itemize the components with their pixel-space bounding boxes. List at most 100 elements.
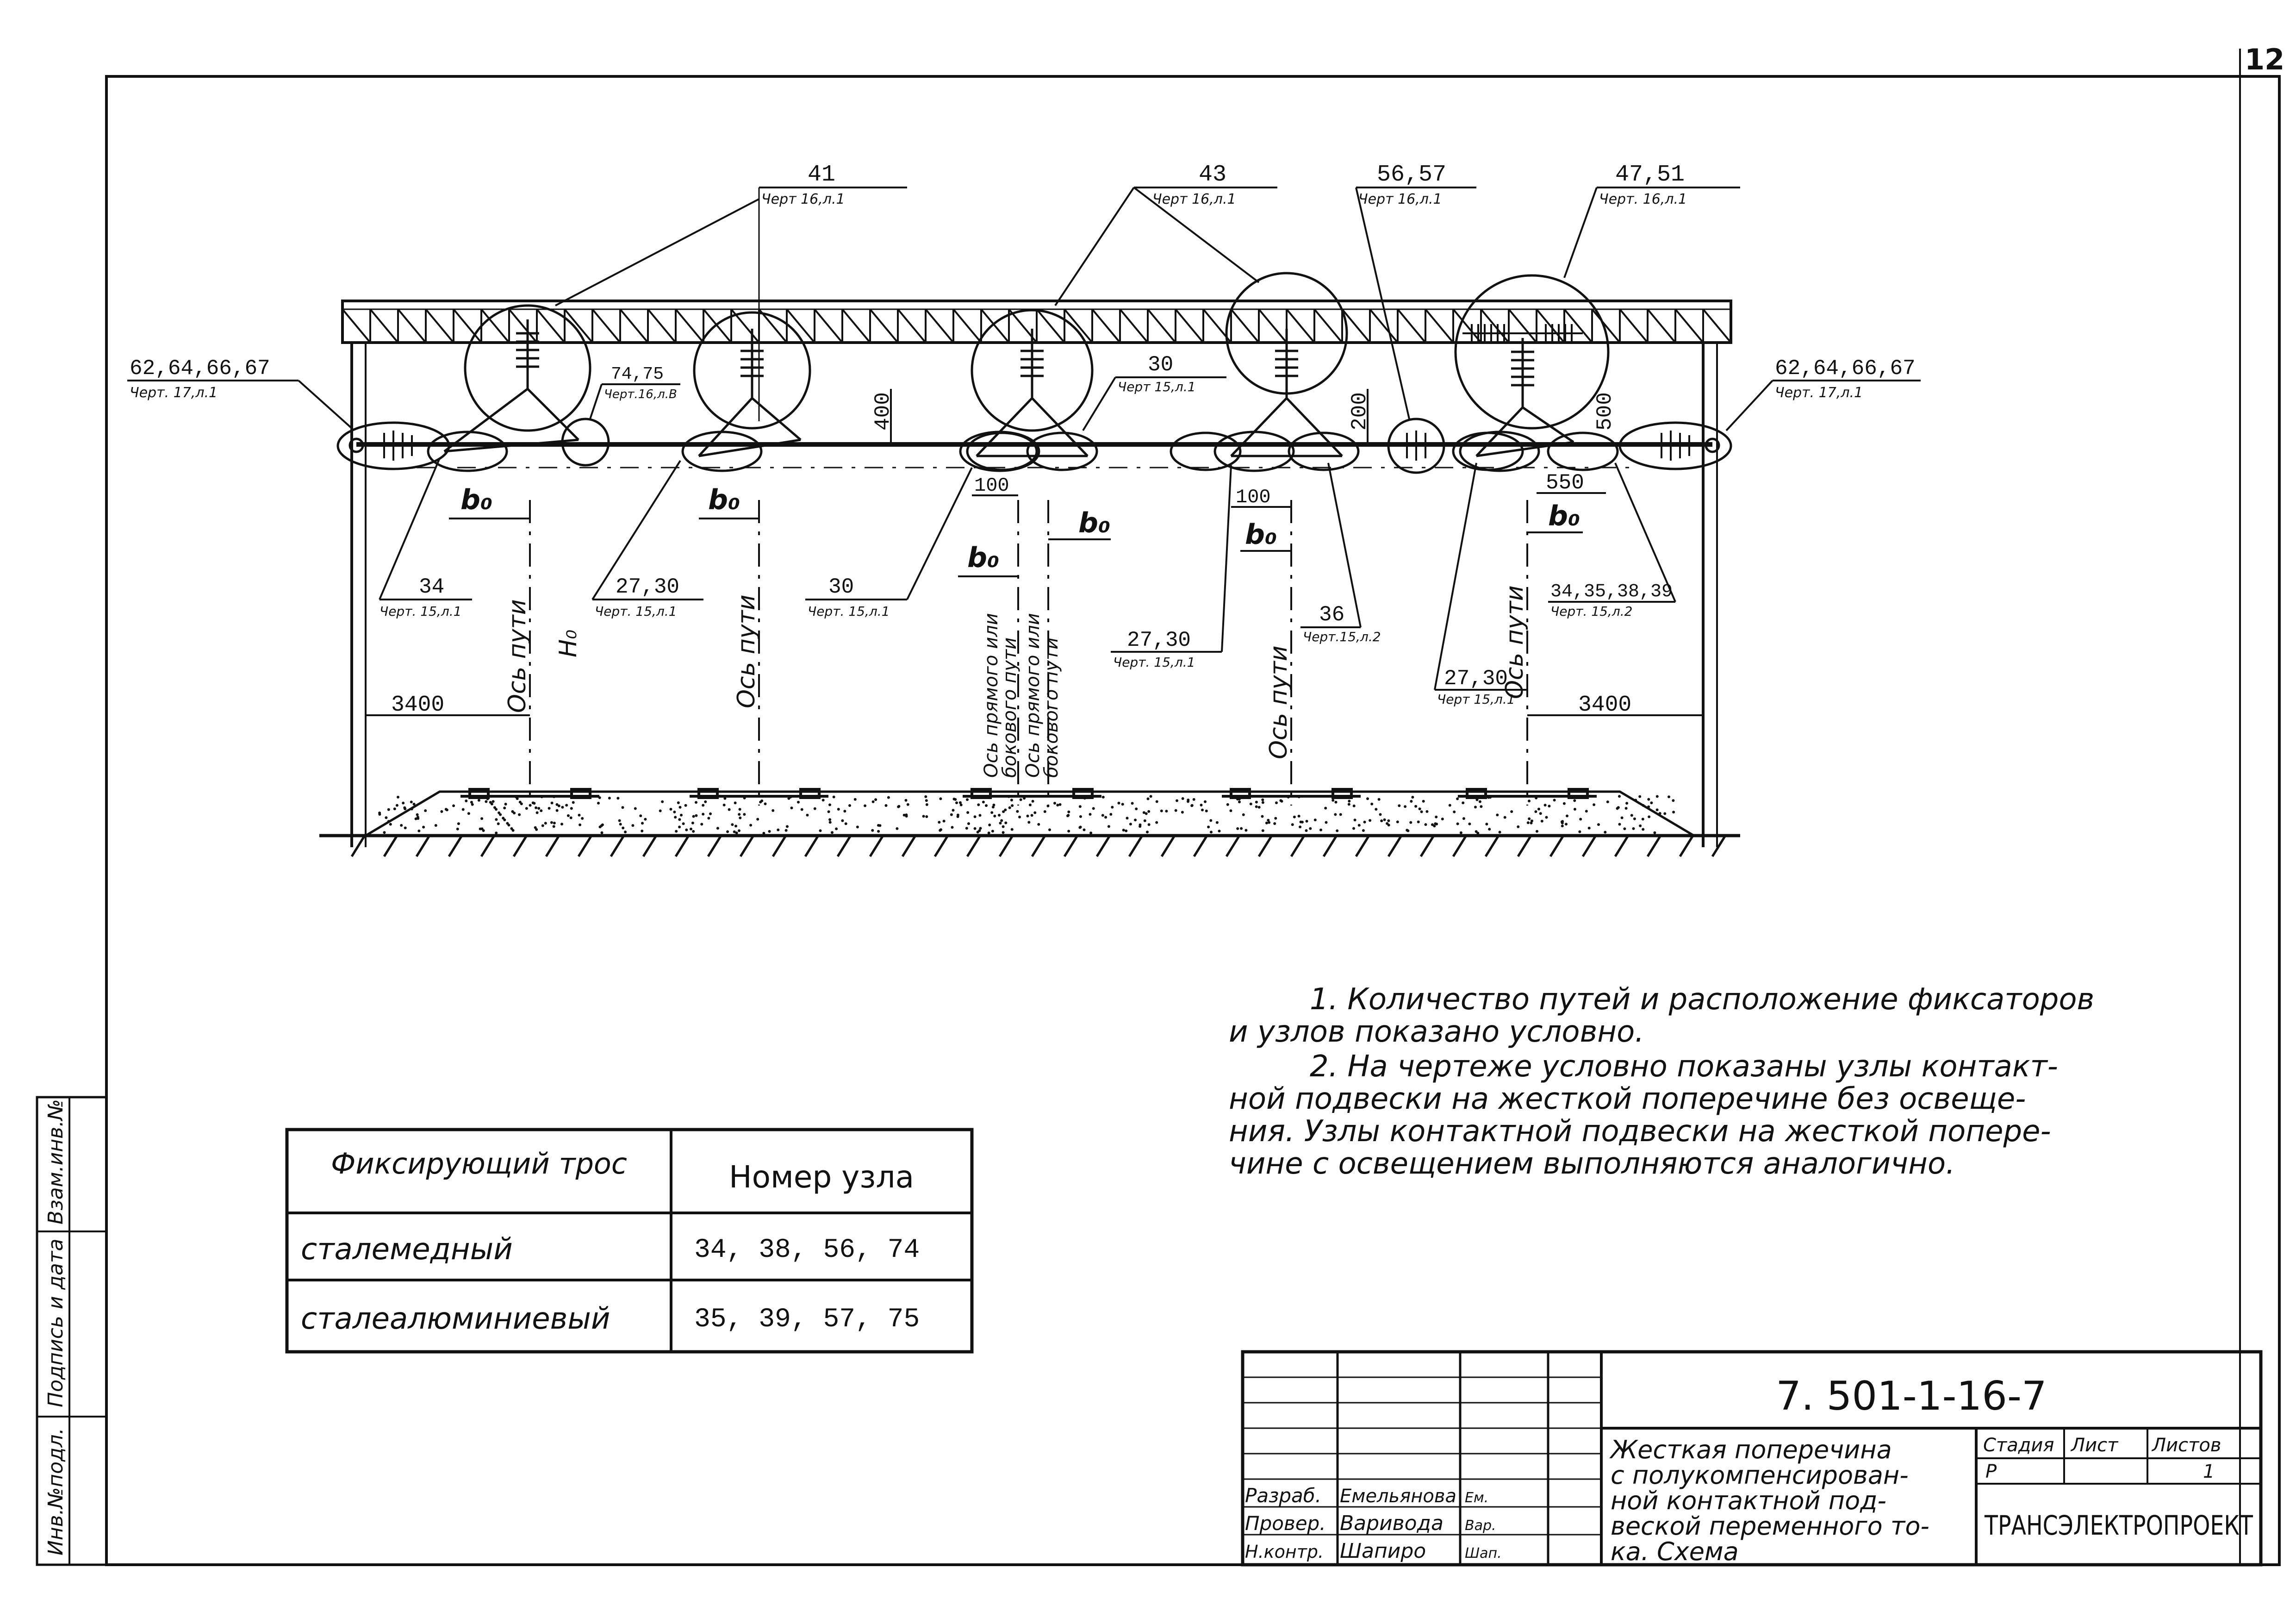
title-line-3: ной контактной под- bbox=[1611, 1486, 1886, 1515]
dimensions: 3400 3400 b₀ b₀ b₀ b₀ b₀ b₀ 400 200 500 … bbox=[366, 389, 1703, 718]
axis-label-4a: Ось прямого или bbox=[1022, 613, 1044, 778]
table-cell-0-1: 34, 38, 56, 74 bbox=[694, 1235, 920, 1265]
b0-5: b₀ bbox=[1245, 518, 1277, 551]
title-line-2: с полукомпенсирован- bbox=[1611, 1461, 1909, 1490]
insulator-end-left bbox=[336, 421, 450, 470]
sheet-number: 12 bbox=[2245, 43, 2284, 76]
notes: 1. Количество путей и расположение фикса… bbox=[1229, 982, 2094, 1181]
sign-norm-control: Шап. bbox=[1465, 1545, 1502, 1562]
note-line-1: 1. Количество путей и расположение фикса… bbox=[1310, 982, 2094, 1017]
doc-code: 7. 501-1-16-7 bbox=[1776, 1373, 2047, 1419]
truss-crossbar bbox=[341, 300, 1732, 344]
svg-text:43: 43 bbox=[1199, 162, 1226, 188]
callout-2730-b: 27,30 Черт. 15,л.1 bbox=[1111, 465, 1232, 670]
dim-550: 550 bbox=[1546, 471, 1584, 495]
svg-text:62,64,66,67: 62,64,66,67 bbox=[1775, 356, 1916, 381]
side-stamp-inv-label: Инв.№подл. bbox=[44, 1428, 68, 1555]
axis-label-1: Ось пути bbox=[504, 599, 531, 713]
callout-36: 36 Черт.15,л.2 bbox=[1300, 462, 1381, 644]
callout-6267-left: 62,64,66,67 Черт. 17,л.1 bbox=[127, 356, 353, 429]
svg-text:41: 41 bbox=[808, 162, 835, 188]
name-developer: Емельянова bbox=[1340, 1486, 1456, 1507]
dim-100-a: 100 bbox=[974, 475, 1009, 497]
callout-7475: 74,75 Черт.16,л.В bbox=[589, 364, 680, 419]
sheet-label: Лист bbox=[2070, 1435, 2119, 1456]
svg-text:Черт. 16,л.1: Черт. 16,л.1 bbox=[1599, 191, 1687, 207]
dim-500: 500 bbox=[1593, 392, 1617, 431]
note-line-4: ной подвески на жесткой поперечине без о… bbox=[1229, 1082, 2026, 1116]
b0-4: b₀ bbox=[967, 542, 999, 574]
b0-6: b₀ bbox=[1548, 500, 1580, 532]
sign-developer: Ем. bbox=[1465, 1490, 1488, 1506]
svg-text:30: 30 bbox=[1148, 353, 1173, 377]
svg-text:34,35,38,39: 34,35,38,39 bbox=[1550, 581, 1673, 602]
organization: ТРАНСЭЛЕКТРОПРОЕКТ bbox=[1984, 1510, 2253, 1541]
svg-text:Черт 16,л.1: Черт 16,л.1 bbox=[1152, 191, 1236, 207]
side-stamp-replace-label: Взам.инв.№ bbox=[44, 1099, 68, 1224]
note-line-5: ния. Узлы контактной подвески на жесткой… bbox=[1229, 1114, 2051, 1149]
axis-label-4b: бокового пути bbox=[1041, 637, 1062, 778]
svg-text:Черт.15,л.2: Черт.15,л.2 bbox=[1303, 629, 1381, 644]
axis-label-5: Ось пути bbox=[1265, 645, 1293, 759]
sectioning-insulator-5657 bbox=[1387, 418, 1445, 474]
callout-34353839: 34,35,38,39 Черт. 15,л.2 bbox=[1548, 462, 1676, 619]
callout-34: 34 Черт. 15,л.1 bbox=[379, 458, 472, 619]
callout-30-mid: 30 Черт. 15,л.1 bbox=[805, 467, 973, 619]
svg-text:74,75: 74,75 bbox=[611, 364, 664, 384]
title-line-4: веской переменного то- bbox=[1611, 1512, 1929, 1541]
title-line-1: Жесткая поперечина bbox=[1609, 1435, 1892, 1464]
callout-2730-c: 27,30 Черт 15,л.1 bbox=[1434, 462, 1527, 707]
note-line-6: чине с освещением выполняются аналогично… bbox=[1229, 1147, 1955, 1181]
note-line-2: и узлов показано условно. bbox=[1229, 1015, 1644, 1049]
table-cell-1-1: 35, 39, 57, 75 bbox=[694, 1305, 920, 1335]
svg-text:62,64,66,67: 62,64,66,67 bbox=[130, 356, 270, 381]
stage-value: Р bbox=[1985, 1461, 1997, 1482]
table-cell-0-0: сталемедный bbox=[301, 1232, 513, 1267]
svg-text:27,30: 27,30 bbox=[1127, 628, 1191, 652]
axis-label-3a: Ось прямого или bbox=[981, 613, 1002, 778]
callout-43: 43 Черт 16,л.1 bbox=[1054, 162, 1277, 306]
stage-label: Стадия bbox=[1983, 1435, 2054, 1456]
callout-2730-a: 27,30 Черт. 15,л.1 bbox=[591, 460, 703, 619]
svg-text:Черт 16,л.1: Черт 16,л.1 bbox=[1358, 191, 1442, 207]
callout-4751: 47,51 Черт. 16,л.1 bbox=[1563, 162, 1740, 278]
svg-text:27,30: 27,30 bbox=[616, 575, 679, 599]
svg-text:Черт. 17,л.1: Черт. 17,л.1 bbox=[130, 385, 218, 401]
dim-3400-left: 3400 bbox=[391, 693, 444, 718]
dim-200: 200 bbox=[1348, 392, 1372, 431]
role-developer: Разраб. bbox=[1245, 1484, 1321, 1507]
table-header-node: Номер узла bbox=[729, 1159, 914, 1195]
b0-2: b₀ bbox=[708, 484, 740, 516]
svg-text:Черт. 15,л.2: Черт. 15,л.2 bbox=[1550, 604, 1632, 619]
svg-text:Черт. 15,л.1: Черт. 15,л.1 bbox=[1113, 655, 1195, 670]
svg-text:Черт. 15,л.1: Черт. 15,л.1 bbox=[595, 604, 677, 619]
sheet-frame: 12 bbox=[105, 43, 2284, 1566]
svg-text:Черт. 17,л.1: Черт. 17,л.1 bbox=[1775, 385, 1863, 401]
name-norm-control: Шапиро bbox=[1340, 1539, 1426, 1563]
h0-label: H₀ bbox=[554, 630, 582, 657]
sheets-value: 1 bbox=[2203, 1461, 2215, 1482]
side-stamp-sign-label: Подпись и дата bbox=[44, 1239, 68, 1407]
note-line-3: 2. На чертеже условно показаны узлы конт… bbox=[1310, 1049, 2058, 1084]
callout-5657: 56,57 Черт 16,л.1 bbox=[1355, 162, 1476, 419]
callout-41: 41 Черт 16,л.1 bbox=[555, 162, 907, 421]
fixator-assemblies bbox=[427, 319, 1619, 472]
side-stamp: Инв.№подл. Подпись и дата Взам.инв.№ bbox=[36, 1096, 108, 1566]
callout-30-top: 30 Черт 15,л.1 bbox=[1082, 353, 1226, 431]
svg-text:Черт 15,л.1: Черт 15,л.1 bbox=[1118, 379, 1196, 394]
svg-text:56,57: 56,57 bbox=[1377, 162, 1446, 188]
b0-1: b₀ bbox=[460, 484, 492, 516]
sign-checker: Вар. bbox=[1465, 1518, 1496, 1534]
ballast-prism bbox=[319, 788, 1740, 857]
fixing-cable-table: Фиксирующий трос Номер узла сталемедный … bbox=[285, 1128, 974, 1354]
dim-400: 400 bbox=[871, 392, 895, 431]
table-header-cable: Фиксирующий трос bbox=[331, 1147, 627, 1181]
role-checker: Провер. bbox=[1245, 1512, 1326, 1535]
svg-text:36: 36 bbox=[1319, 603, 1344, 627]
title-block: 7. 501-1-16-7 Жесткая поперечина с полук… bbox=[1241, 1350, 2263, 1567]
svg-text:30: 30 bbox=[828, 575, 854, 599]
dim-3400-right: 3400 bbox=[1578, 693, 1631, 718]
sheets-label: Листов bbox=[2151, 1435, 2221, 1456]
title-line-5: ка. Схема bbox=[1611, 1537, 1739, 1566]
